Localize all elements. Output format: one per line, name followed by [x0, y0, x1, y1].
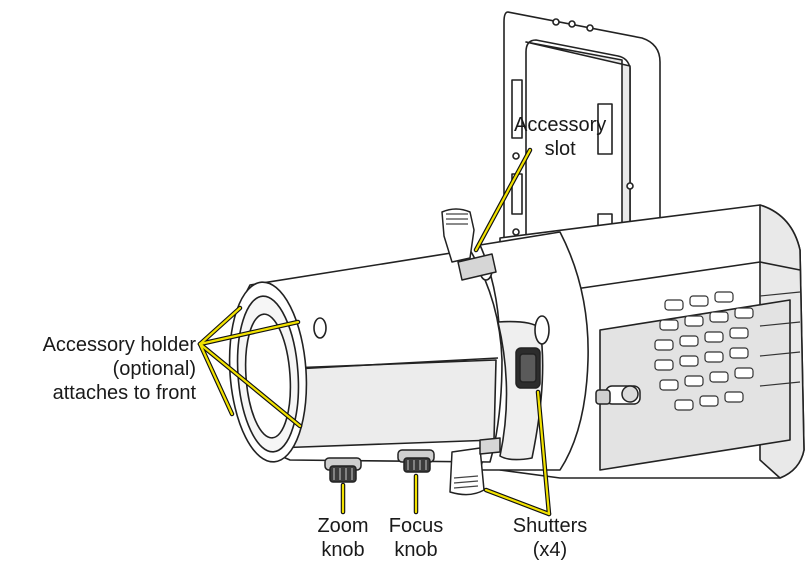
- label-zoom-knob-line1: Zoom: [317, 515, 369, 537]
- label-accessory-slot-line2: slot: [544, 138, 576, 160]
- focus-knob-graphic: [397, 449, 435, 473]
- zoom-knob-graphic: [324, 457, 362, 483]
- shutter-handles: [449, 347, 541, 496]
- label-accessory-holder-line2: (optional): [112, 358, 196, 380]
- leader-lines: [197, 147, 552, 517]
- vent-grille: [654, 291, 801, 411]
- label-shutters: Shutters (x4): [502, 514, 598, 562]
- label-focus-knob-line1: Focus: [388, 515, 444, 537]
- label-zoom-knob-line2: knob: [321, 539, 365, 561]
- label-focus-knob-line2: knob: [394, 539, 438, 561]
- label-zoom-knob: Zoom knob: [310, 514, 376, 562]
- label-accessory-slot-line1: Accessory: [514, 114, 607, 136]
- label-accessory-holder: Accessory holder (optional) attaches to …: [6, 333, 196, 405]
- accessory-slot-clip: [441, 208, 497, 281]
- yoke-lock-knob: [595, 385, 641, 405]
- label-accessory-holder-line1: Accessory holder: [42, 334, 196, 356]
- label-accessory-slot: Accessory slot: [514, 113, 606, 161]
- label-shutters-line1: Shutters: [512, 515, 588, 537]
- label-focus-knob: Focus knob: [384, 514, 448, 562]
- label-shutters-line2: (x4): [532, 539, 568, 561]
- label-accessory-holder-line3: attaches to front: [52, 382, 196, 404]
